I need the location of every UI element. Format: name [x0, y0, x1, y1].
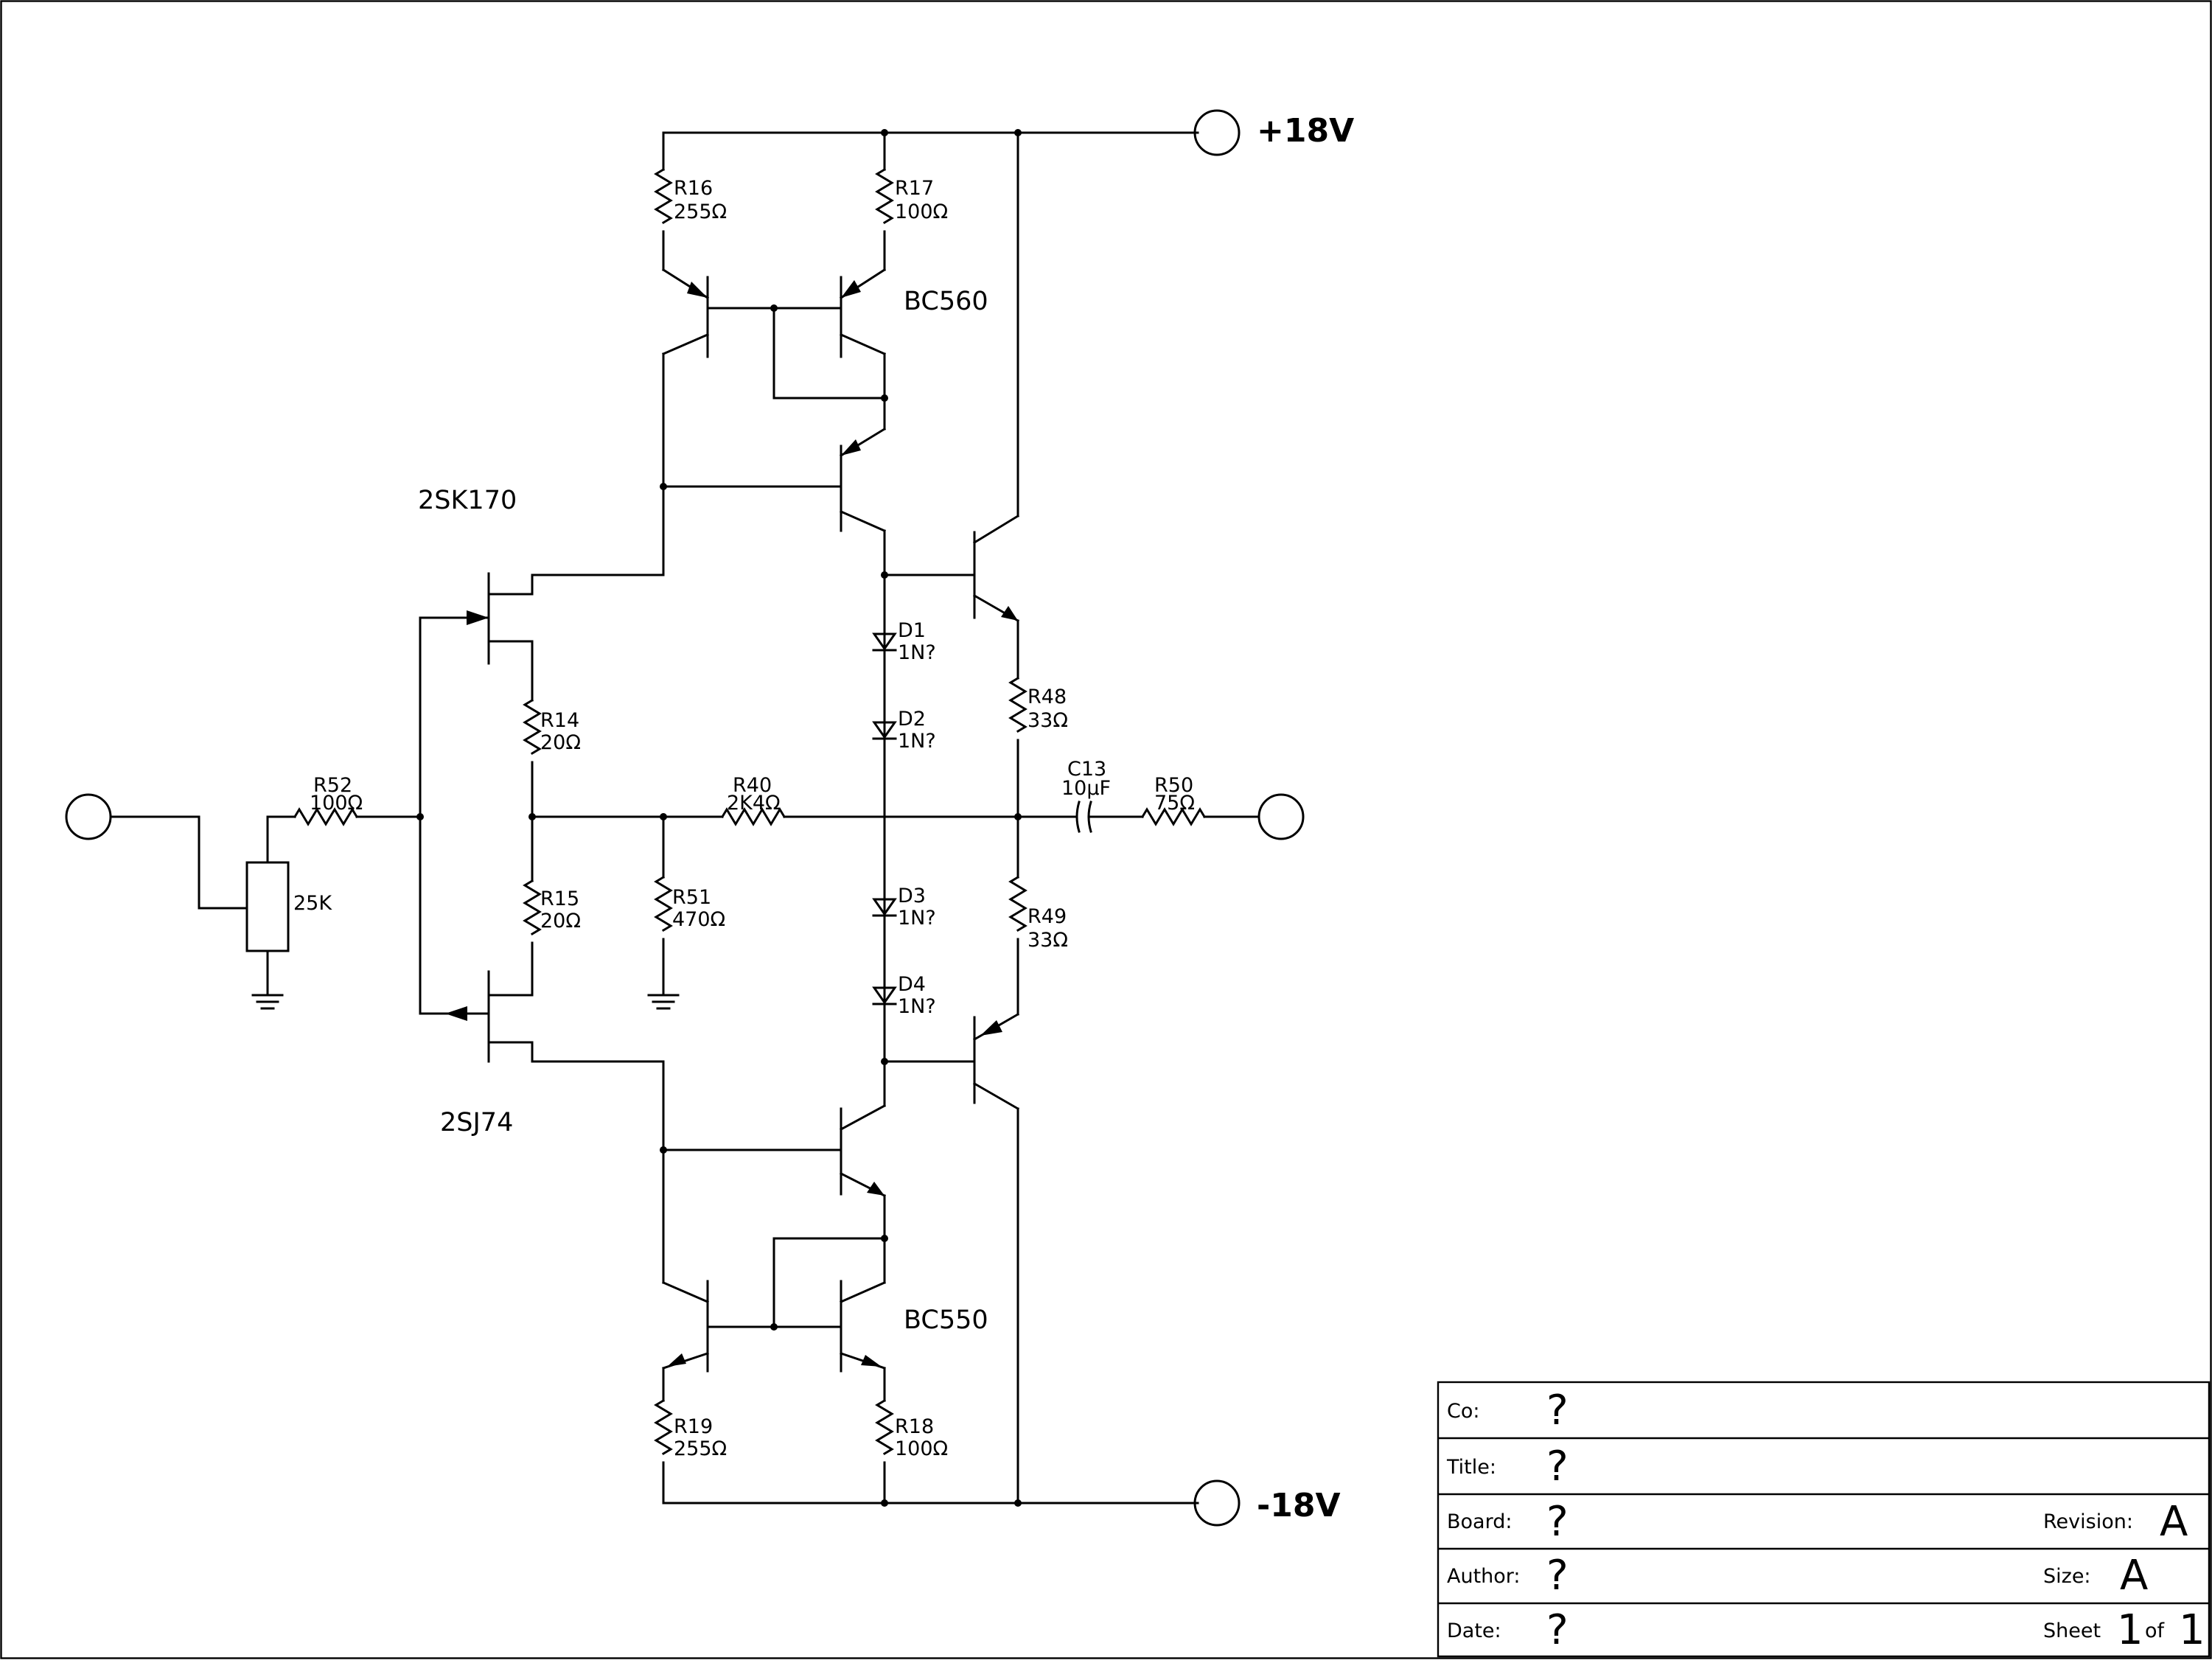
diode-d4: [872, 986, 897, 1005]
label-c13-value: 10μF: [1061, 777, 1111, 800]
tb-sheet-num: 1: [2117, 1606, 2143, 1654]
tb-co-label: Co:: [1447, 1400, 1479, 1423]
label-r18-value: 100Ω: [895, 1437, 948, 1460]
label-d2-value: 1N?: [898, 730, 936, 753]
label-r40-value: 2K4Ω: [727, 792, 781, 815]
input-terminal: [65, 793, 112, 840]
label-bc550: BC550: [904, 1305, 988, 1335]
tb-date-value: ?: [1546, 1606, 1569, 1654]
label-r16-value: 255Ω: [674, 201, 727, 223]
label-d3: D3: [898, 885, 926, 907]
label-r16: R16: [674, 177, 713, 200]
label-r19-value: 255Ω: [674, 1437, 727, 1460]
tb-board-value: ?: [1546, 1498, 1569, 1546]
label-2sk170: 2SK170: [418, 486, 517, 515]
label-r40: R40: [733, 774, 772, 797]
label-r52-value: 100Ω: [310, 792, 363, 815]
label-r51: R51: [672, 886, 711, 909]
label-c13: C13: [1067, 758, 1106, 781]
label-r14: R14: [540, 709, 579, 732]
bottom-mirror: [655, 1060, 893, 1505]
tb-board-label: Board:: [1447, 1510, 1512, 1533]
output-terminal: [1257, 793, 1305, 840]
negative-rail: -18V: [662, 1479, 1341, 1527]
tb-date-label: Date:: [1447, 1620, 1501, 1642]
label-r18: R18: [895, 1415, 934, 1438]
label-r17-value: 100Ω: [895, 201, 948, 223]
top-mirror: [655, 131, 893, 576]
positive-rail-label: +18V: [1257, 112, 1354, 150]
label-r48: R48: [1028, 686, 1067, 708]
tb-sheet-total: 1: [2179, 1606, 2205, 1654]
label-r48-value: 33Ω: [1028, 709, 1068, 732]
tb-author-value: ?: [1546, 1552, 1569, 1600]
label-d1: D1: [898, 619, 926, 642]
tb-co-value: ?: [1546, 1387, 1569, 1434]
label-r49: R49: [1028, 905, 1067, 928]
feedback-network: [531, 807, 1022, 1010]
label-r50: R50: [1154, 774, 1193, 797]
label-r49-value: 33Ω: [1028, 929, 1068, 952]
input-network: [65, 793, 424, 1010]
label-r19: R19: [674, 1415, 713, 1438]
label-r15-value: 20Ω: [540, 910, 581, 932]
label-r51-value: 470Ω: [672, 908, 725, 931]
tb-size-value: A: [2120, 1552, 2148, 1600]
label-r17: R17: [895, 177, 934, 200]
tb-size-label: Size:: [2043, 1565, 2091, 1588]
label-d1-value: 1N?: [898, 641, 936, 664]
label-r50-value: 75Ω: [1154, 792, 1195, 815]
tb-title-value: ?: [1546, 1443, 1569, 1491]
label-d2: D2: [898, 708, 926, 731]
positive-rail: +18V: [662, 109, 1354, 156]
tb-title-label: Title:: [1446, 1456, 1496, 1479]
diode-d2: [872, 721, 897, 740]
title-block: [1437, 1381, 2211, 1658]
label-pot: 25K: [293, 892, 332, 915]
label-d4-value: 1N?: [898, 995, 936, 1018]
label-r15: R15: [540, 888, 579, 910]
bias-diodes: [872, 571, 897, 1065]
negative-rail-label: -18V: [1257, 1487, 1341, 1524]
tb-of-label: of: [2145, 1620, 2166, 1642]
diode-d1: [872, 632, 897, 652]
tb-sheet-label: Sheet: [2043, 1620, 2101, 1642]
tb-author-label: Author:: [1447, 1565, 1521, 1588]
diode-d3: [872, 898, 897, 917]
tb-revision-value: A: [2160, 1498, 2188, 1546]
output-stage: [883, 131, 1305, 1505]
input-stage: [419, 485, 665, 1151]
label-r14-value: 20Ω: [540, 731, 581, 754]
label-bc560: BC560: [904, 287, 988, 316]
label-d4: D4: [898, 973, 926, 996]
pot-25k: [245, 861, 290, 952]
label-r52: R52: [313, 774, 352, 797]
tb-revision-label: Revision:: [2043, 1510, 2133, 1533]
label-d3-value: 1N?: [898, 907, 936, 930]
label-2sj74: 2SJ74: [440, 1108, 513, 1137]
